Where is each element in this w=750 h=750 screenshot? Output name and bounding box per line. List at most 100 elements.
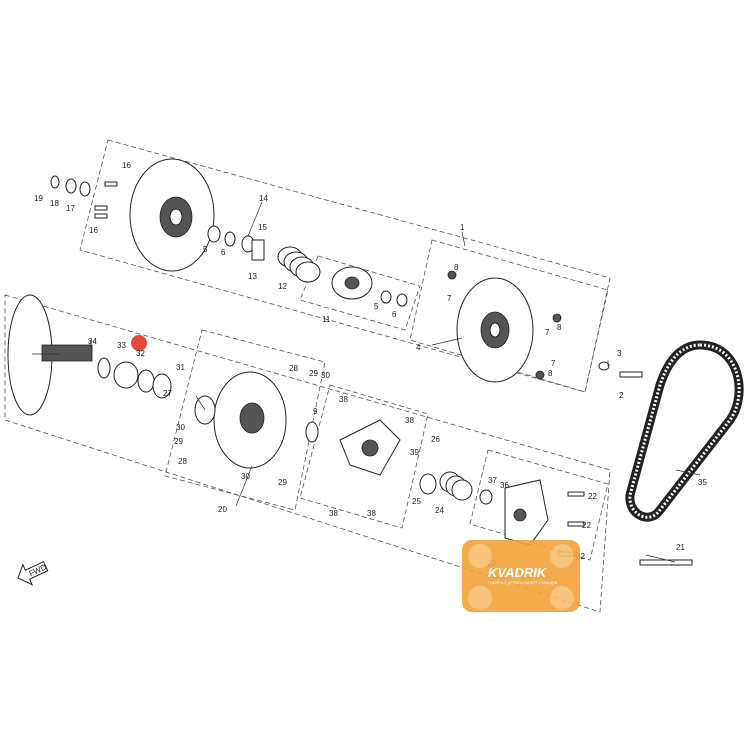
callout-c30b: 30 — [176, 423, 185, 432]
part-movable-bore — [489, 322, 501, 338]
part-roller-hub — [361, 439, 379, 457]
part-button-8c — [535, 370, 545, 380]
callout-c4: 4 — [416, 343, 421, 352]
part-drive-shaft — [41, 344, 93, 362]
callout-c1: 1 — [460, 223, 465, 232]
callout-c27: 27 — [163, 389, 172, 398]
outline-spider — [164, 329, 326, 511]
callout-c22c: 22 — [576, 552, 585, 561]
callout-labels: 1234556677788891112131415161617181920212… — [34, 161, 707, 568]
callout-c7a: 7 — [447, 294, 452, 303]
wheel-icon-top-right — [550, 544, 574, 568]
part-spring-24 — [439, 471, 473, 501]
callout-c30c: 30 — [241, 472, 250, 481]
part-washer-32b — [137, 369, 155, 393]
callout-c13: 13 — [248, 272, 257, 281]
part-bolt-22a — [567, 491, 585, 497]
callout-c31: 31 — [176, 363, 185, 372]
callout-c33: 33 — [117, 341, 126, 350]
callout-c6a: 6 — [221, 248, 226, 257]
outline-driven-assembly — [79, 139, 611, 393]
callout-c6b: 6 — [392, 310, 397, 319]
callout-c38d: 38 — [367, 509, 376, 518]
fwd-label: FWD — [28, 562, 49, 578]
part-belt-teeth — [628, 343, 741, 519]
part-bolt-16a — [104, 181, 118, 187]
fwd-direction-marker: FWD — [17, 561, 49, 586]
callout-c29a: 29 — [309, 369, 318, 378]
callout-c8c: 8 — [548, 369, 553, 378]
part-ring-32 — [113, 361, 139, 389]
callout-c29b: 29 — [174, 437, 183, 446]
outline-roller-arm — [299, 384, 429, 529]
callout-c28b: 28 — [178, 457, 187, 466]
callout-c26: 26 — [431, 435, 440, 444]
callout-c30a: 30 — [321, 371, 330, 380]
callout-c20: 20 — [218, 505, 227, 514]
callout-c5a: 5 — [203, 245, 208, 254]
part-cover-hub — [513, 508, 527, 522]
part-ring-17 — [79, 181, 91, 197]
callout-c35: 35 — [698, 478, 707, 487]
part-bushing-5a — [207, 225, 221, 243]
part-cam-bore — [344, 276, 360, 290]
part-ring-37 — [479, 489, 493, 505]
part-bolt-16c — [94, 213, 108, 219]
wheel-icon-top-left — [468, 544, 492, 568]
part-ring-19 — [50, 175, 60, 189]
outline-drive-assembly — [4, 294, 611, 613]
outline-cover — [469, 449, 609, 561]
callout-c21: 21 — [676, 543, 685, 552]
part-bolt-16b — [94, 205, 108, 211]
callout-c16b: 16 — [89, 226, 98, 235]
part-ring-9 — [305, 421, 319, 443]
callout-c19: 19 — [34, 194, 43, 203]
callout-c14: 14 — [259, 194, 268, 203]
part-washer-6a — [224, 231, 236, 247]
part-bolt-22b — [567, 521, 585, 527]
callout-c8a: 8 — [454, 263, 459, 272]
watermark-brand: KVADRIK — [488, 565, 548, 580]
outline-cam — [299, 255, 421, 331]
callout-c38a: 38 — [339, 395, 348, 404]
part-washer-3 — [598, 361, 610, 371]
callout-c39: 39 — [410, 448, 419, 457]
callout-c37: 37 — [488, 476, 497, 485]
parts — [7, 158, 744, 566]
callout-c12: 12 — [278, 282, 287, 291]
group-outlines — [4, 139, 611, 613]
callout-c7b: 7 — [545, 328, 550, 337]
part-cover-23 — [504, 479, 549, 546]
callout-c34: 34 — [88, 337, 97, 346]
callout-c15: 15 — [258, 223, 267, 232]
callout-c8b: 8 — [557, 323, 562, 332]
wheel-icon-bottom-right — [550, 586, 574, 610]
kvadrik-watermark: KVADRIK ГЛАВНАЯ ДЕТАЛЬ ВАШЕГО КВАДРА — [462, 540, 580, 612]
part-sleeve-13 — [251, 239, 265, 261]
callout-c22a: 22 — [588, 492, 597, 501]
part-ring-33 — [97, 357, 111, 379]
watermark-tagline: ГЛАВНАЯ ДЕТАЛЬ ВАШЕГО КВАДРА — [488, 580, 558, 585]
callout-c29c: 29 — [278, 478, 287, 487]
callouts — [131, 335, 147, 351]
part-washer-6b — [396, 293, 408, 307]
callout-c16a: 16 — [122, 161, 131, 170]
part-ring-18 — [65, 178, 77, 194]
callout-c5b: 5 — [374, 302, 379, 311]
callout-c9: 9 — [313, 407, 318, 416]
part-spring-12 — [277, 246, 321, 283]
outline-movable-sheave — [409, 239, 609, 393]
part-button-8b — [552, 313, 562, 323]
leader-lines — [32, 201, 701, 563]
callout-c32: 32 — [136, 349, 145, 358]
callout-c24: 24 — [435, 506, 444, 515]
part-bushing-5b — [380, 290, 392, 304]
callout-c38b: 38 — [405, 416, 414, 425]
callout-c2: 2 — [619, 391, 624, 400]
highlight-marker — [131, 335, 147, 351]
callout-c25: 25 — [412, 497, 421, 506]
callout-c38c: 38 — [329, 509, 338, 518]
callout-c11: 11 — [322, 315, 331, 324]
